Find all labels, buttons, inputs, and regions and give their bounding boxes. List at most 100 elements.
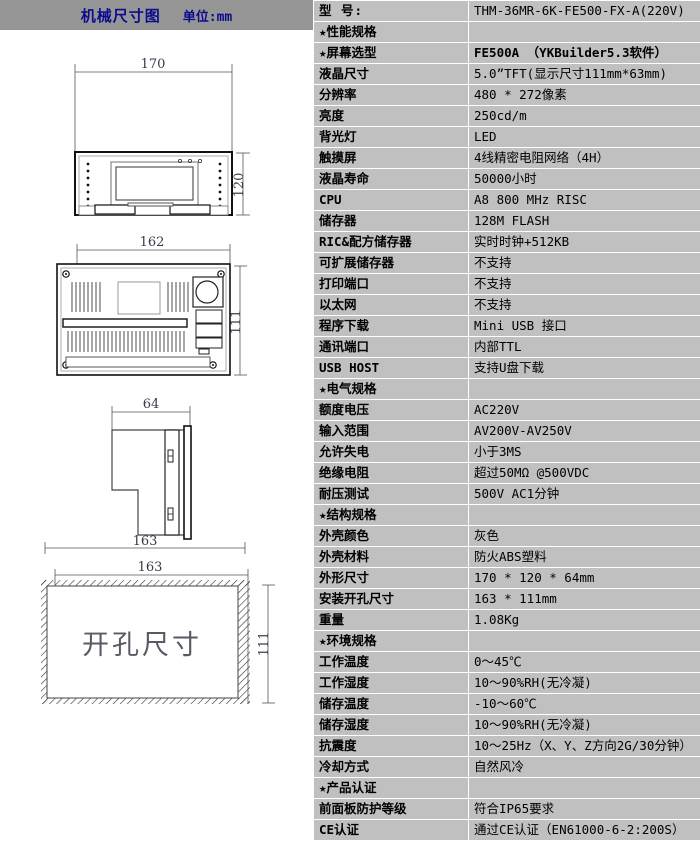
spec-row-value: 内部TTL	[469, 337, 700, 358]
spec-row-key: USB HOST	[314, 358, 469, 379]
spec-row: 外壳颜色灰色	[314, 526, 700, 547]
model-value: THM-36MR-6K-FE500-FX-A(220V)	[469, 1, 700, 22]
spec-row-key: 重量	[314, 610, 469, 631]
spec-row-value: 10～90%RH(无冷凝)	[469, 715, 700, 736]
spec-row-key: 外形尺寸	[314, 568, 469, 589]
spec-row-key: 允许失电	[314, 442, 469, 463]
drawing-panel-title: 机械尺寸图	[81, 5, 161, 26]
spec-row-value	[469, 505, 700, 526]
drawing-stack: 170 120	[0, 30, 313, 814]
rear-view-drawing: 162 111	[0, 230, 313, 390]
cutout-caption: 开孔尺寸	[82, 630, 202, 661]
spec-row-key: 冷却方式	[314, 757, 469, 778]
drawing-panel-header: 机械尺寸图 单位:mm	[0, 0, 313, 30]
front-width-dim: 170	[141, 57, 166, 72]
spec-row-key: 亮度	[314, 106, 469, 127]
spec-row-key: ★环境规格	[314, 631, 469, 652]
spec-row-key: 背光灯	[314, 127, 469, 148]
spec-row-value: 小于3MS	[469, 442, 700, 463]
spec-row-value: 符合IP65要求	[469, 799, 700, 820]
spec-row-value: 灰色	[469, 526, 700, 547]
rear-view-svg: 162 111	[0, 230, 313, 390]
spec-row-value: A8 800 MHz RISC	[469, 190, 700, 211]
spec-row: ★产品认证	[314, 778, 700, 799]
model-label: 型 号:	[314, 1, 469, 22]
spec-row-value: 实时时钟+512KB	[469, 232, 700, 253]
mechanical-drawing-panel: 机械尺寸图 单位:mm 170 120	[0, 0, 313, 814]
drawing-unit-label: 单位:mm	[183, 6, 232, 25]
spec-row-value: 不支持	[469, 295, 700, 316]
spec-row: ★性能规格	[314, 22, 700, 43]
spec-row-value: 170 * 120 * 64mm	[469, 568, 700, 589]
spec-row-key: 储存湿度	[314, 715, 469, 736]
spec-row-value: AC220V	[469, 400, 700, 421]
spec-row-key: 输入范围	[314, 421, 469, 442]
spec-row-value: 480 * 272像素	[469, 85, 700, 106]
spec-sheet-page: 机械尺寸图 单位:mm 170 120	[0, 0, 700, 814]
front-view-drawing: 170 120	[0, 30, 313, 230]
spec-row-key: 外壳材料	[314, 547, 469, 568]
spec-row-key: 打印端口	[314, 274, 469, 295]
spec-row-key: 分辨率	[314, 85, 469, 106]
spec-row-key: 通讯端口	[314, 337, 469, 358]
spec-row-key: ★产品认证	[314, 778, 469, 799]
side-width-dim: 163	[133, 534, 158, 549]
spec-row-value: 0～45℃	[469, 652, 700, 673]
side-depth-dim: 64	[143, 397, 160, 412]
spec-row-value	[469, 379, 700, 400]
spec-row-value: 5.0”TFT(显示尺寸111mm*63mm)	[469, 64, 700, 85]
spec-row: 外壳材料防火ABS塑料	[314, 547, 700, 568]
spec-row-value: 10～25Hz（X、Y、Z方向2G/30分钟）	[469, 736, 700, 757]
spec-row-value: 128M FLASH	[469, 211, 700, 232]
spec-row-value: 支持U盘下载	[469, 358, 700, 379]
spec-row-key: 额度电压	[314, 400, 469, 421]
spec-row-value	[469, 631, 700, 652]
spec-row-key: ★性能规格	[314, 22, 469, 43]
spec-row-value: 防火ABS塑料	[469, 547, 700, 568]
cutout-height-dim: 111	[257, 632, 272, 657]
spec-row: 通讯端口内部TTL	[314, 337, 700, 358]
spec-row-value: LED	[469, 127, 700, 148]
spec-row-key: 抗震度	[314, 736, 469, 757]
spec-row-value: AV200V-AV250V	[469, 421, 700, 442]
side-view-svg: 64 163	[0, 390, 313, 555]
spec-row-key: 工作温度	[314, 652, 469, 673]
spec-row: ★环境规格	[314, 631, 700, 652]
spec-row: 前面板防护等级符合IP65要求	[314, 799, 700, 820]
spec-row-key: 外壳颜色	[314, 526, 469, 547]
spec-row-key: 程序下载	[314, 316, 469, 337]
spec-row-value: 自然风冷	[469, 757, 700, 778]
spec-row-key: 安装开孔尺寸	[314, 589, 469, 610]
cutout-width-dim: 163	[138, 560, 163, 575]
spec-row-value: 163 * 111mm	[469, 589, 700, 610]
spec-row-key: ★电气规格	[314, 379, 469, 400]
spec-row: ★电气规格	[314, 379, 700, 400]
spec-row-key: 液晶尺寸	[314, 64, 469, 85]
spec-row-key: CPU	[314, 190, 469, 211]
spec-row-value: FE500A （YKBuilder5.3软件）	[469, 43, 700, 64]
spec-row-value: 不支持	[469, 253, 700, 274]
rear-height-dim: 111	[229, 310, 244, 335]
spec-row-value: 50000小时	[469, 169, 700, 190]
spec-row-value: 不支持	[469, 274, 700, 295]
spec-row-key: 前面板防护等级	[314, 799, 469, 820]
spec-row: 允许失电小于3MS	[314, 442, 700, 463]
spec-row-key: ★屏幕选型	[314, 43, 469, 64]
spec-row-value: 通过CE认证（EN61000-6-2:200S）	[469, 820, 700, 841]
spec-row-value: 10～90%RH(无冷凝)	[469, 673, 700, 694]
spec-row: RIC&配方储存器实时时钟+512KB	[314, 232, 700, 253]
spec-row-key: 触摸屏	[314, 148, 469, 169]
spec-row: 储存温度-10～60℃	[314, 694, 700, 715]
